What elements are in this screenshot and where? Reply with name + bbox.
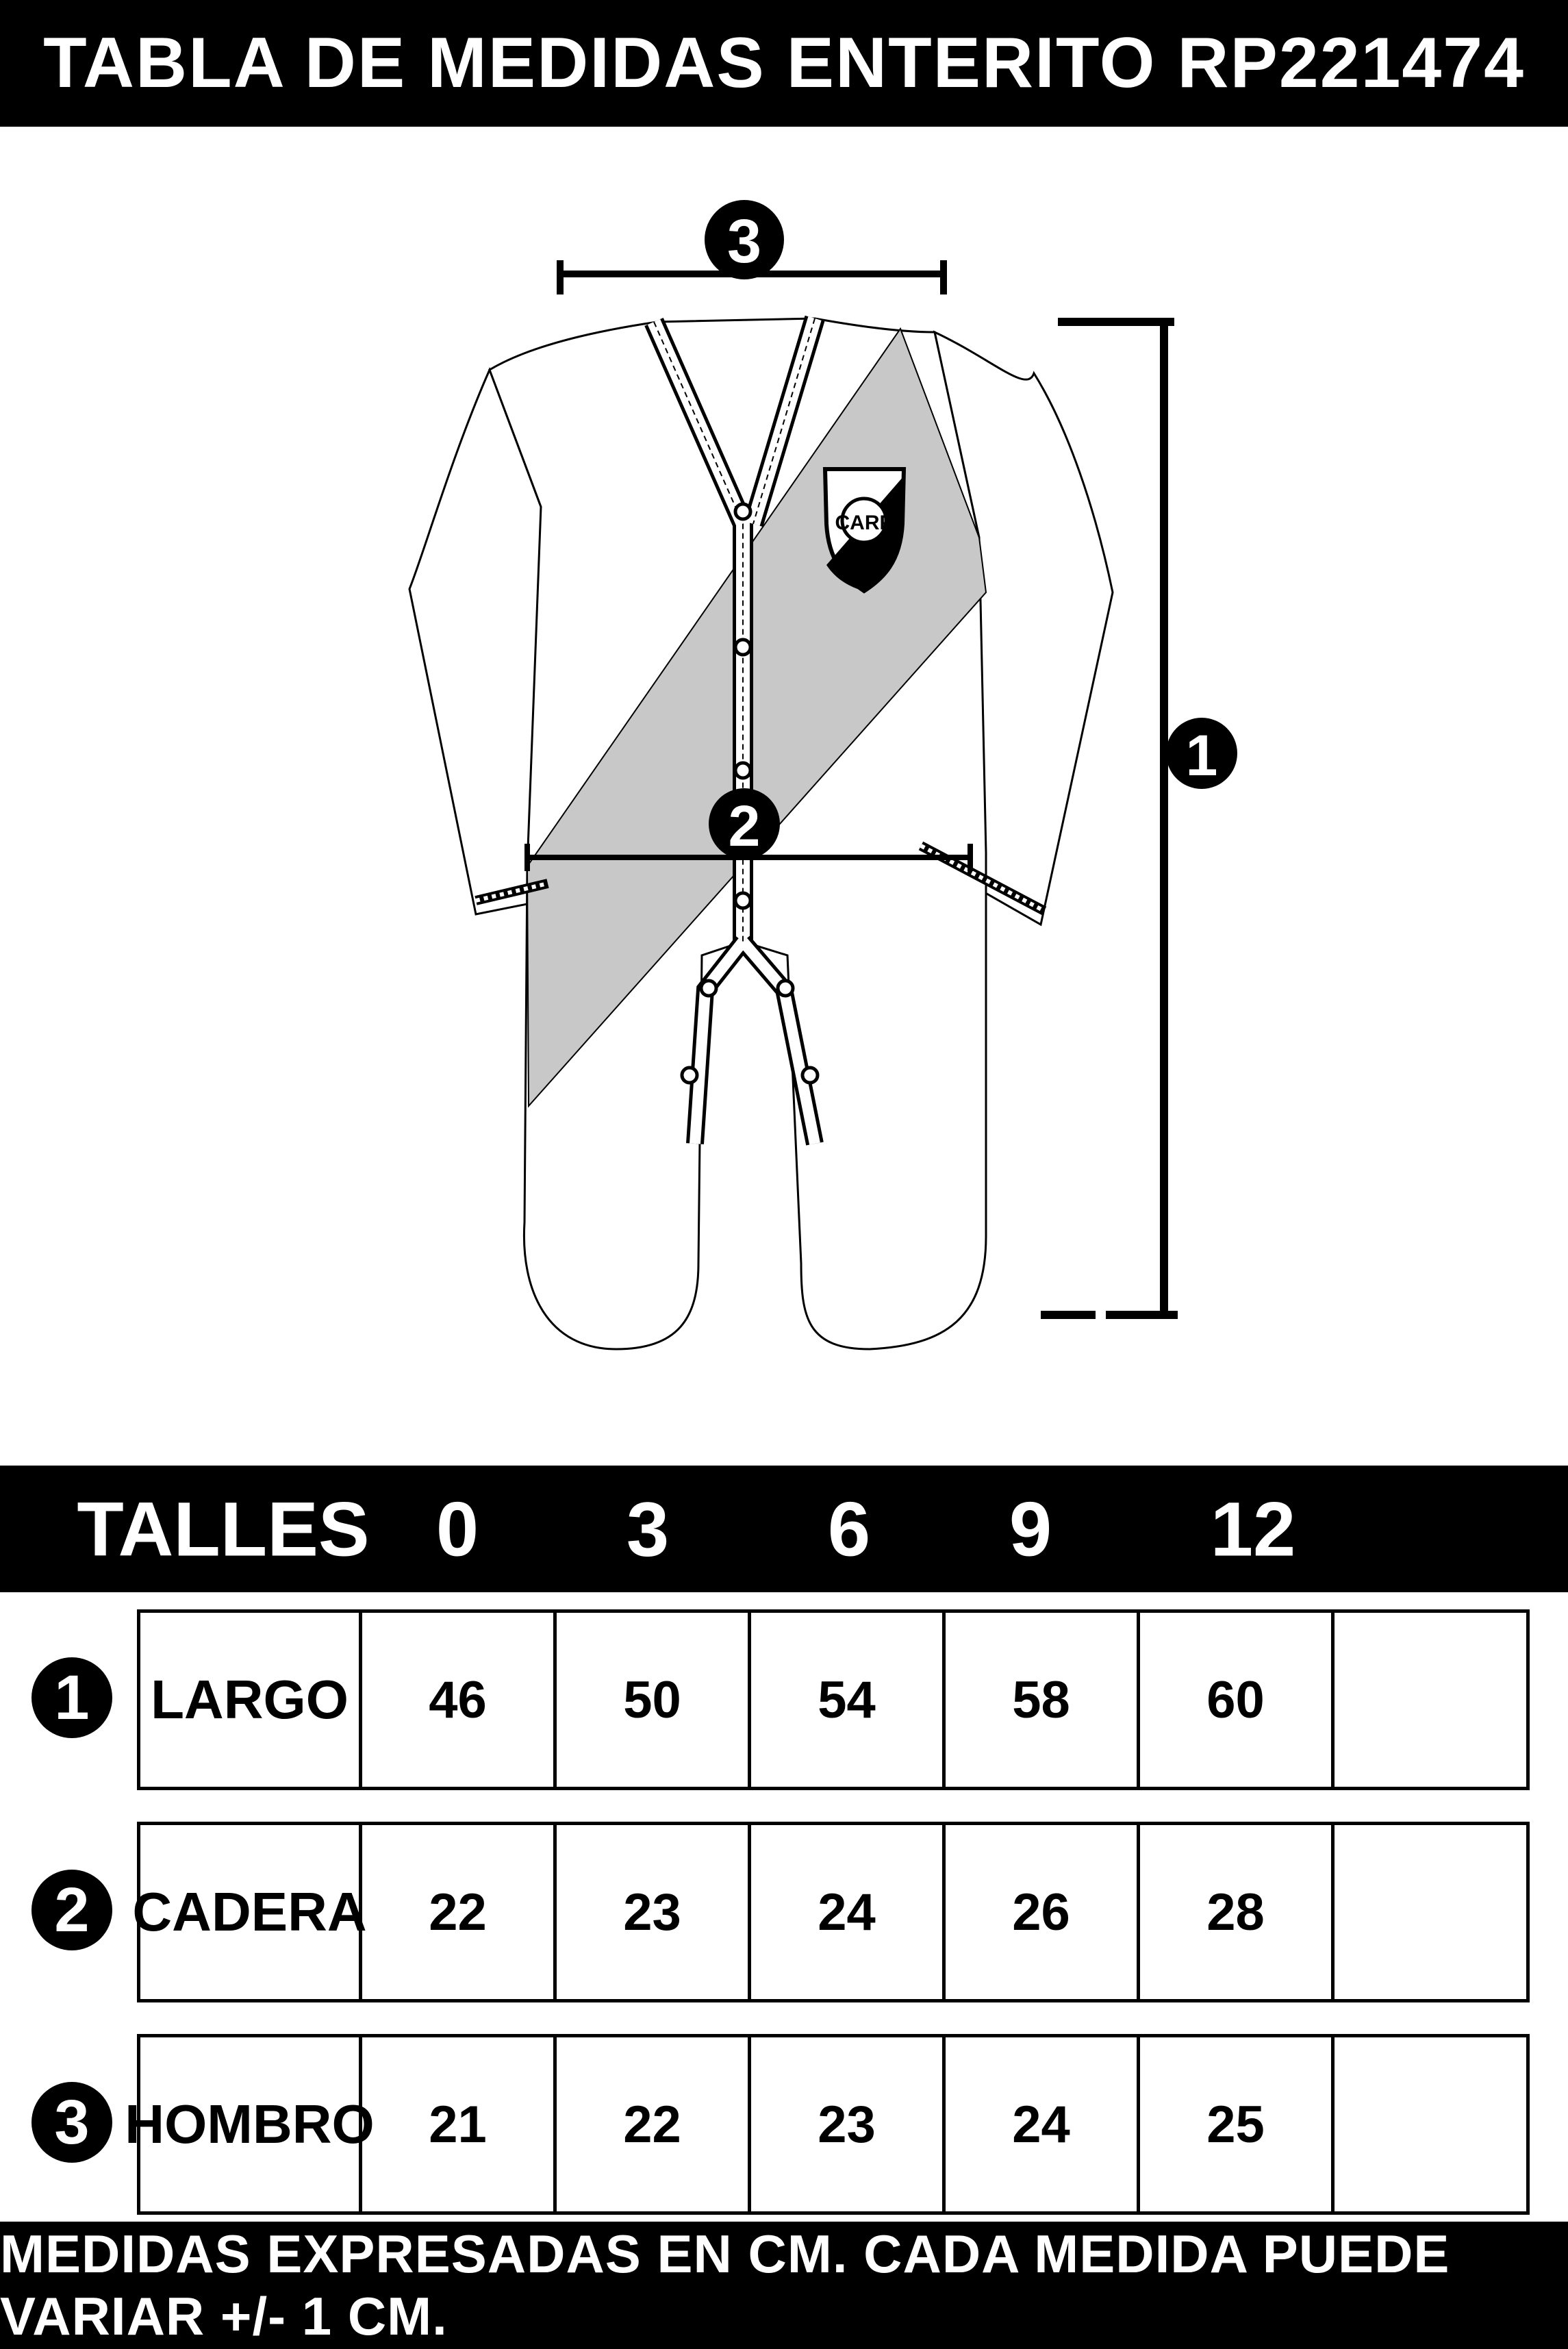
table-row: CADERA 22 23 24 26 28 <box>132 1822 1530 2002</box>
measure-2-hip: 2 <box>524 788 973 871</box>
table-cell: 21 <box>362 2037 557 2211</box>
garment-diagram: CARP 3 2 1 <box>408 200 1237 1351</box>
sizes-header-bar: TALLES 0 3 6 9 12 <box>0 1466 1568 1592</box>
table-cell: 24 <box>751 1825 946 1999</box>
footer-note: MEDIDAS EXPRESADAS EN CM. CADA MEDIDA PU… <box>0 2224 1450 2346</box>
row-label-largo: LARGO <box>140 1613 362 1787</box>
size-12: 12 <box>1210 1486 1296 1572</box>
table-cell: 54 <box>751 1613 946 1787</box>
row-marker-1: 1 <box>31 1657 112 1738</box>
table-cell: 60 <box>1140 1613 1335 1787</box>
table-cell: 26 <box>946 1825 1140 1999</box>
table-cell: 25 <box>1140 2037 1335 2211</box>
table-cell: 46 <box>362 1613 557 1787</box>
table-cell: 22 <box>557 2037 751 2211</box>
table-row: LARGO 46 50 54 58 60 <box>137 1609 1530 1790</box>
crest-text: CARP <box>835 512 893 534</box>
marker-2: 2 <box>729 794 761 858</box>
size-3: 3 <box>626 1486 670 1572</box>
table-cell: 50 <box>557 1613 751 1787</box>
title-bar: TABLA DE MEDIDAS ENTERITO RP221474 <box>0 0 1568 127</box>
table-cell-empty <box>1335 1825 1526 1999</box>
size-9: 9 <box>1009 1486 1052 1572</box>
table-cell: 23 <box>751 2037 946 2211</box>
table-cell: 28 <box>1140 1825 1335 1999</box>
footer-bar: MEDIDAS EXPRESADAS EN CM. CADA MEDIDA PU… <box>0 2222 1568 2349</box>
table-cell-empty <box>1335 1613 1526 1787</box>
page-title: TABLA DE MEDIDAS ENTERITO RP221474 <box>43 23 1525 103</box>
table-cell: 24 <box>946 2037 1140 2211</box>
table-row: HOMBRO 21 22 23 24 25 <box>125 2034 1530 2215</box>
left-sleeve <box>408 367 546 916</box>
measure-3-shoulder: 3 <box>557 200 947 294</box>
table-cell: 23 <box>557 1825 751 1999</box>
size-6: 6 <box>827 1486 871 1572</box>
size-0: 0 <box>435 1486 479 1572</box>
club-crest-icon: CARP <box>822 467 907 594</box>
snap-buttons <box>680 502 820 1085</box>
table-cell: 22 <box>362 1825 557 1999</box>
marker-3: 3 <box>727 208 761 276</box>
row-label-hombro: HOMBRO <box>125 2037 375 2211</box>
row-marker-2: 2 <box>31 1870 112 1950</box>
measure-1-length: 1 <box>1041 318 1237 1319</box>
table-cell-empty <box>1335 2037 1526 2211</box>
marker-1: 1 <box>1186 723 1218 788</box>
row-marker-3: 3 <box>31 2082 112 2163</box>
table-cell: 58 <box>946 1613 1140 1787</box>
row-label-cadera: CADERA <box>132 1825 367 1999</box>
sizes-header-label: TALLES <box>77 1486 370 1572</box>
